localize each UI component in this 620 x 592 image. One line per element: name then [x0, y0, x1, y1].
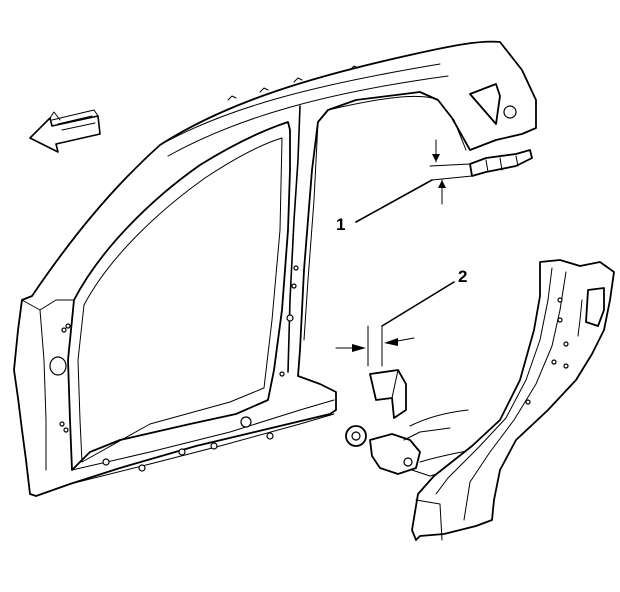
forward-direction-arrow-icon — [29, 109, 101, 153]
callout-2-label: 2 — [458, 267, 467, 286]
callout-1: 1 — [336, 179, 433, 234]
callout-1-label: 1 — [336, 215, 345, 234]
panel-holes — [49, 265, 299, 472]
part-2-bracket — [369, 369, 407, 419]
body-side-outer-panel — [13, 40, 537, 497]
callout-2: 2 — [335, 267, 467, 367]
part-1-reinforcement — [429, 139, 533, 205]
rear-pillar-section — [411, 259, 615, 541]
